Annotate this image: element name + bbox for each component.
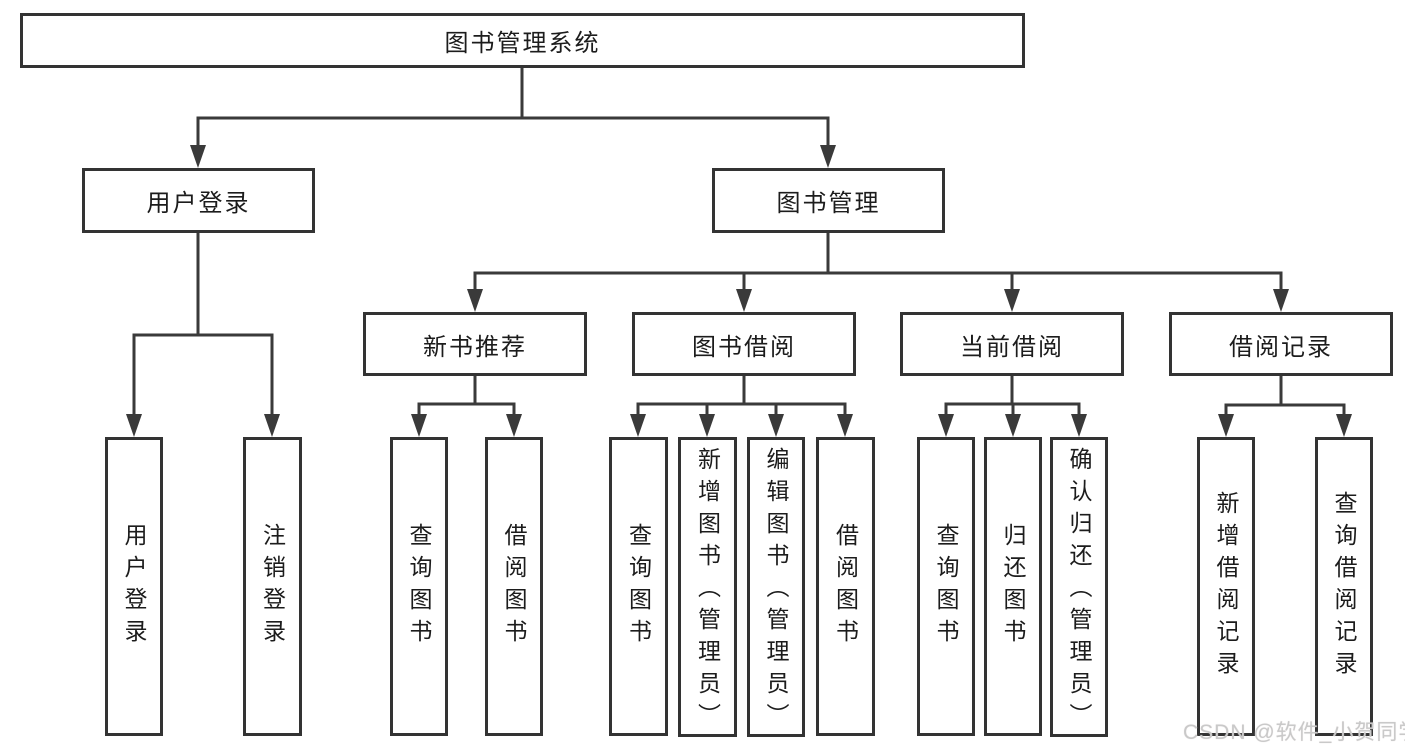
node-leaf-query-borrow-record: 查询借阅记录 [1315, 437, 1373, 736]
arrow-head [768, 414, 784, 437]
arrow-head [1336, 414, 1352, 437]
node-leaf-return-book: 归还图书 [984, 437, 1042, 736]
node-leaf-user-login: 用户登录 [105, 437, 163, 736]
node-leaf-confirm-return-admin-label: 确认归还（管理员） [1066, 447, 1092, 735]
node-new-book-recommend: 新书推荐 [363, 312, 587, 376]
arrow-head [190, 145, 206, 168]
node-library-system: 图书管理系统 [20, 13, 1025, 68]
node-leaf-edit-book-admin-label: 编辑图书（管理员） [763, 447, 789, 735]
arrow-head [820, 145, 836, 168]
node-new-book-recommend-label: 新书推荐 [423, 333, 527, 361]
node-leaf-query-books-recommend: 查询图书 [390, 437, 448, 736]
node-leaf-query-books-borrow-label: 查询图书 [625, 522, 652, 651]
node-leaf-return-book-label: 归还图书 [1000, 522, 1026, 651]
node-borrow-records-label: 借阅记录 [1229, 333, 1333, 361]
node-borrow-records: 借阅记录 [1169, 312, 1393, 376]
arrow-head [630, 414, 646, 437]
node-current-borrow: 当前借阅 [900, 312, 1124, 376]
arrow-head [1005, 414, 1021, 437]
node-book-borrow-label: 图书借阅 [692, 333, 796, 361]
node-leaf-confirm-return-admin: 确认归还（管理员） [1050, 437, 1108, 737]
node-user-login: 用户登录 [82, 168, 315, 233]
arrow-head [837, 414, 853, 437]
arrow-head [736, 289, 752, 312]
node-user-login-label: 用户登录 [146, 190, 251, 217]
node-leaf-query-books-recommend-label: 查询图书 [406, 522, 432, 651]
node-leaf-query-books-borrow: 查询图书 [609, 437, 668, 736]
node-leaf-borrow-books-recommend-label: 借阅图书 [501, 522, 527, 651]
arrow-head [264, 414, 280, 437]
arrow-head [1273, 289, 1289, 312]
node-leaf-add-book-admin-label: 新增图书（管理员） [694, 447, 721, 735]
arrow-head [1218, 414, 1234, 437]
node-book-borrow: 图书借阅 [632, 312, 856, 376]
arrow-head [506, 414, 522, 437]
arrow-head [938, 414, 954, 437]
arrow-head [1071, 414, 1087, 437]
node-leaf-edit-book-admin: 编辑图书（管理员） [747, 437, 805, 737]
node-leaf-add-borrow-record-label: 新增借阅记录 [1213, 490, 1239, 683]
node-leaf-query-books-current-label: 查询图书 [933, 522, 959, 651]
node-leaf-query-borrow-record-label: 查询借阅记录 [1331, 490, 1357, 683]
node-book-management: 图书管理 [712, 168, 945, 233]
watermark: CSDN @软件_小贺同学 [1183, 721, 1405, 744]
node-leaf-add-borrow-record: 新增借阅记录 [1197, 437, 1255, 736]
node-leaf-borrow-books-recommend: 借阅图书 [485, 437, 543, 736]
node-library-system-label: 图书管理系统 [444, 30, 601, 57]
arrow-head [411, 414, 427, 437]
arrow-head [126, 414, 142, 437]
node-leaf-borrow-books-label: 借阅图书 [832, 522, 859, 651]
arrow-head [699, 414, 715, 437]
node-current-borrow-label: 当前借阅 [960, 333, 1064, 361]
node-leaf-logout: 注销登录 [243, 437, 302, 736]
node-leaf-query-books-current: 查询图书 [917, 437, 975, 736]
node-leaf-borrow-books: 借阅图书 [816, 437, 875, 736]
node-leaf-logout-label: 注销登录 [259, 522, 286, 651]
node-leaf-user-login-label: 用户登录 [121, 522, 147, 651]
arrow-head [1004, 289, 1020, 312]
node-leaf-add-book-admin: 新增图书（管理员） [678, 437, 737, 737]
node-book-management-label: 图书管理 [776, 190, 881, 217]
arrow-head [467, 289, 483, 312]
